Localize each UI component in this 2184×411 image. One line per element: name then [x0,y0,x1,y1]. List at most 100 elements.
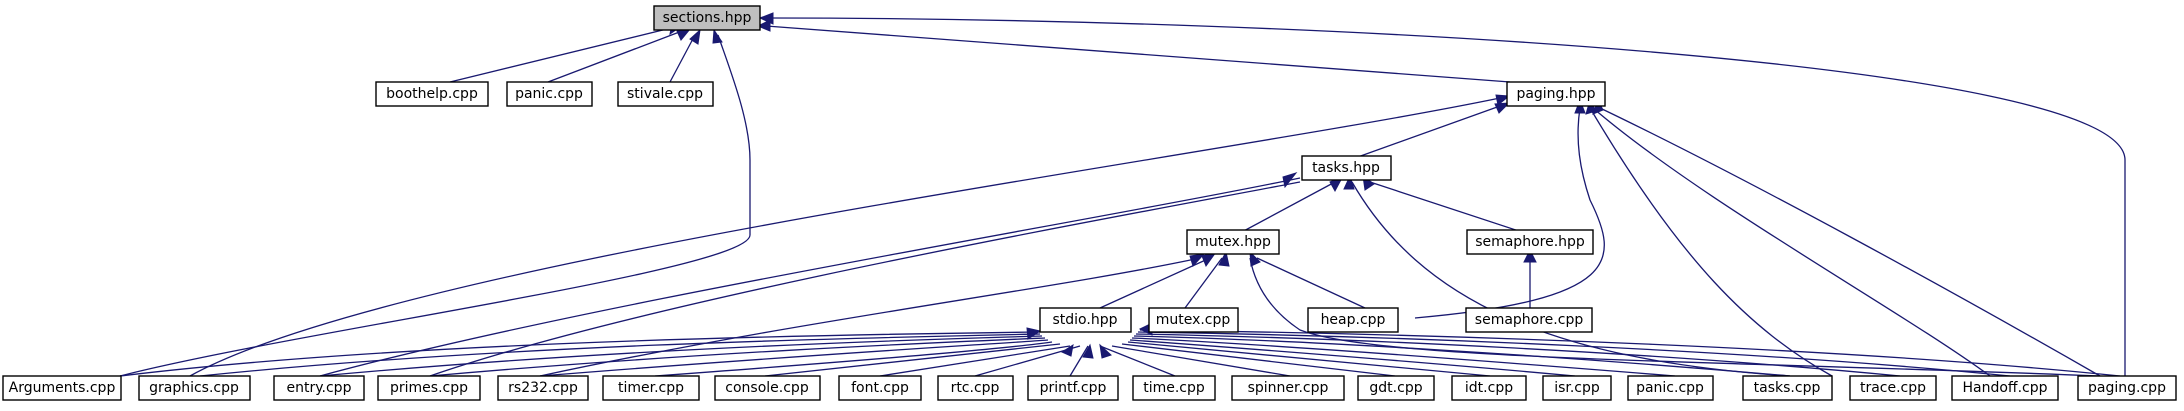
node-label: panic.cpp [515,86,583,102]
arrow-into-tasks-4 [1343,174,1355,190]
edge-trace-to-stdio [1135,333,1901,377]
arrow-into-stdio-4 [1099,343,1112,359]
edge-spinner-to-stdio [1111,345,1291,377]
node-label: gdt.cpp [1369,380,1422,396]
node-label: semaphore.hpp [1475,234,1585,250]
node-label: stdio.hpp [1053,312,1118,328]
arrow-into-stdio-1 [1026,327,1042,340]
node-trace-cpp[interactable]: trace.cpp [1849,375,1937,401]
edge-tasks-cpp-to-tasks [1351,181,1791,377]
node-mutex-cpp[interactable]: mutex.cpp [1148,307,1239,333]
node-label: printf.cpp [1040,380,1107,396]
node-panic-cpp[interactable]: panic.cpp [1627,375,1714,401]
arrow-into-mutex-4 [1189,253,1206,267]
node-label: timer.cpp [618,380,684,396]
node-console-cpp[interactable]: console.cpp [714,375,821,401]
node-label: console.cpp [725,380,809,396]
arrow-into-semaphore-hpp [1523,248,1537,263]
edge-printf-to-stdio [1069,345,1089,377]
node-spinner-cpp[interactable]: spinner.cpp [1231,375,1345,401]
edge-graphics-to-paging [189,97,1501,377]
arrow-into-stdio-3 [1082,343,1094,359]
node-label: mutex.cpp [1156,312,1231,328]
node-timer-cpp[interactable]: timer.cpp [602,375,700,401]
edge-graphics-to-stdio [199,333,1041,377]
node-graphics-cpp[interactable]: graphics.cpp [138,375,251,401]
node-stdio-hpp[interactable]: stdio.hpp [1039,307,1132,333]
edge-paging-cpp-to-paging [1599,107,2101,377]
node-label: graphics.cpp [149,380,239,396]
node-label: rs232.cpp [508,380,578,396]
edge-entry-to-stdio [319,335,1043,377]
node-font-cpp[interactable]: font.cpp [838,375,922,401]
node-arguments-cpp[interactable]: Arguments.cpp [2,375,122,401]
node-label: stivale.cpp [627,86,703,102]
node-heap-cpp[interactable]: heap.cpp [1307,307,1399,333]
node-paging-cpp[interactable]: paging.cpp [2077,375,2177,401]
node-idt-cpp[interactable]: idt.cpp [1451,375,1527,401]
node-label: tasks.hpp [1312,160,1380,176]
edge-trace-to-paging [1589,107,1833,377]
edge-boothelp-to-sections [449,26,676,83]
node-label: isr.cpp [1554,380,1600,396]
arrow-into-stdio-2 [1060,343,1074,357]
arrow-into-mutex-3 [1249,250,1261,267]
node-label: panic.cpp [1636,380,1704,396]
edge-paging-cpp-to-sections [768,17,2126,376]
arrow-into-paging-2 [1495,94,1511,106]
edge-panic-to-stdio [1131,337,1676,377]
node-label: tasks.cpp [1754,380,1821,396]
node-stivale-cpp[interactable]: stivale.cpp [617,81,714,107]
edge-handoff-to-stdio [1137,331,2011,377]
arrow-into-sections-4 [712,28,723,44]
arrow-into-mutex-2 [1218,250,1230,267]
node-tasks-cpp[interactable]: tasks.cpp [1742,375,1833,401]
edge-timer-to-stdio [654,341,1053,377]
node-gdt-cpp[interactable]: gdt.cpp [1357,375,1435,401]
node-mutex-hpp[interactable]: mutex.hpp [1186,229,1280,255]
node-rtc-cpp[interactable]: rtc.cpp [937,375,1014,401]
node-label: spinner.cpp [1248,380,1329,396]
node-label: semaphore.cpp [1475,312,1584,328]
edge-rtc-to-stdio [974,345,1081,377]
node-panic-cpp-top[interactable]: panic.cpp [506,81,593,107]
node-label: idt.cpp [1465,380,1513,396]
node-isr-cpp[interactable]: isr.cpp [1542,375,1612,401]
edge-rs232-to-stdio [539,339,1049,377]
node-semaphore-cpp[interactable]: semaphore.cpp [1465,307,1593,333]
node-label: Handoff.cpp [1963,380,2048,396]
node-label: sections.hpp [663,10,752,26]
node-primes-cpp[interactable]: primes.cpp [377,375,481,401]
edge-font-to-stdio [879,345,1071,377]
edge-heap-to-paging [1414,107,1605,319]
graph-nodes: sections.hpp boothelp.cpp panic.cpp stiv… [2,5,2177,401]
node-boothelp-cpp[interactable]: boothelp.cpp [375,81,489,107]
node-label: Arguments.cpp [9,380,116,396]
node-label: primes.cpp [390,380,468,396]
edge-time-to-stdio [1099,345,1176,377]
node-paging-hpp[interactable]: paging.hpp [1506,81,1606,107]
edge-mutex-hpp-to-tasks [1239,181,1336,234]
node-label: rtc.cpp [951,380,1000,396]
arrow-into-tasks-3 [1282,172,1298,189]
node-label: boothelp.cpp [386,86,478,102]
edge-stivale-to-sections [669,34,696,83]
edge-entry-to-tasks [319,177,1301,377]
node-label: font.cpp [851,380,909,396]
node-time-cpp[interactable]: time.cpp [1132,375,1216,401]
node-label: mutex.hpp [1195,234,1271,250]
dependency-edges [119,17,2126,377]
node-sections-hpp[interactable]: sections.hpp [653,5,761,31]
node-handoff-cpp[interactable]: Handoff.cpp [1951,375,2059,401]
node-tasks-hpp[interactable]: tasks.hpp [1301,155,1392,181]
edge-arrowheads [669,12,1604,359]
edge-isr-to-stdio [1129,339,1576,377]
node-entry-cpp[interactable]: entry.cpp [273,375,365,401]
edge-tasks-hpp-to-paging [1354,105,1501,159]
arrow-into-sections-5 [756,19,771,32]
edge-idt-to-stdio [1127,341,1491,377]
node-semaphore-hpp[interactable]: semaphore.hpp [1466,229,1594,255]
node-printf-cpp[interactable]: printf.cpp [1027,375,1119,401]
edge-arguments-to-sections [119,34,751,377]
node-rs232-cpp[interactable]: rs232.cpp [497,375,589,401]
